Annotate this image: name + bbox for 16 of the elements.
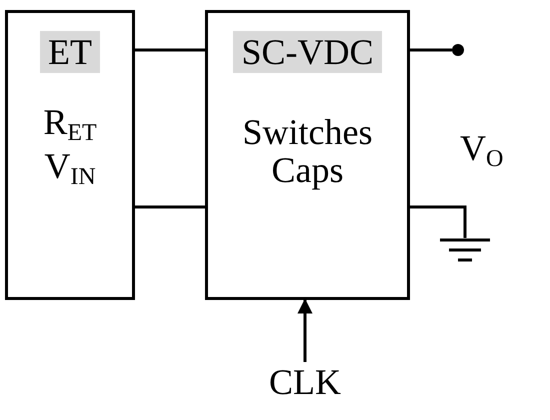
connector-line [410, 206, 466, 238]
arrow [298, 298, 312, 362]
connector-line [135, 206, 205, 208]
block-box [5, 10, 135, 300]
body-text: V$_{IN}$ [44, 147, 96, 185]
heading-label: SC-VDC [233, 31, 382, 73]
body-text: Switches Caps [242, 113, 374, 189]
heading-label: ET [40, 31, 100, 73]
connector-line [410, 48, 452, 52]
terminal-label: V$_{O}$ [460, 128, 504, 168]
connector-line [135, 48, 205, 52]
block-box [205, 10, 410, 300]
body-text: R$_{ET}$ [43, 103, 97, 141]
terminal-dot [452, 44, 464, 56]
signal-label: CLK [255, 362, 355, 406]
ground-symbol [440, 238, 490, 262]
